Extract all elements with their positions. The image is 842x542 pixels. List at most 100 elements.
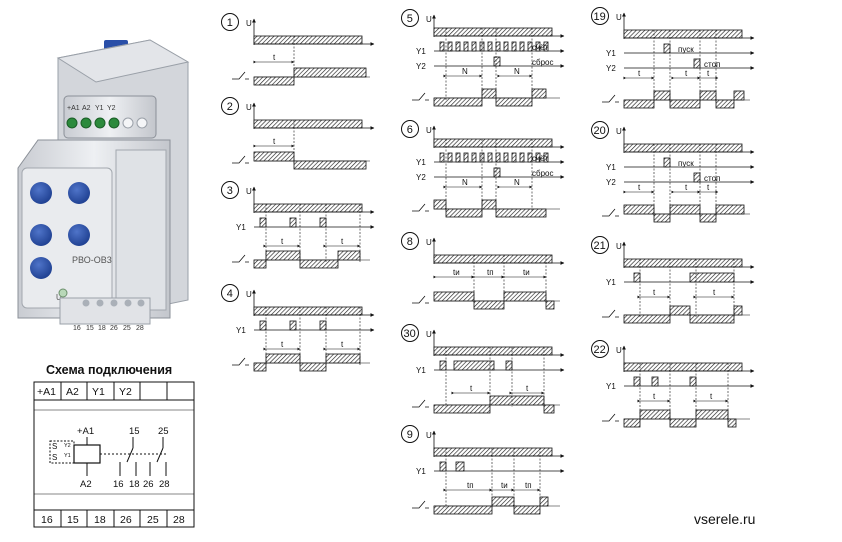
diagram-number-badge xyxy=(401,9,419,27)
hatched-bar xyxy=(433,447,553,457)
diagram-number-badge xyxy=(221,13,239,31)
dimension-label: tи xyxy=(501,481,508,490)
terminal-label: A2 xyxy=(82,105,91,112)
hatched-bar xyxy=(639,409,671,420)
input-s1: S xyxy=(52,442,57,451)
input-label: Y1 xyxy=(236,326,246,335)
contact-symbol xyxy=(602,309,619,318)
timing-diagram-1: 1 Ut xyxy=(221,13,375,86)
dimension-label: t xyxy=(470,384,473,393)
dimension-label: t xyxy=(341,340,344,349)
input-label: Y1 xyxy=(606,49,616,58)
input-label: Y1 xyxy=(606,278,616,287)
terminal-label: 28 xyxy=(136,325,144,332)
diagram-number: 1 xyxy=(227,17,233,29)
scheme-cell: +A1 xyxy=(37,386,56,398)
input-tail-label: сброс xyxy=(532,58,553,67)
hatched-bar xyxy=(535,152,541,163)
hatched-bar xyxy=(455,41,461,52)
diagram-number-badge xyxy=(591,7,609,25)
hatched-bar xyxy=(471,41,477,52)
scheme-cell: A2 xyxy=(66,386,79,398)
scheme-cell: 25 xyxy=(147,514,159,526)
hatched-bar xyxy=(481,199,497,210)
dimension-label: t xyxy=(273,137,276,146)
scheme-top-cells: +A1 A2 Y1 Y2 xyxy=(34,382,194,401)
hatched-bar xyxy=(511,41,517,52)
diagram-number: 6 xyxy=(407,124,413,136)
hatched-bar xyxy=(319,320,327,331)
scheme-cell: 28 xyxy=(173,514,185,526)
hatched-bar xyxy=(519,152,525,163)
dimension-label: N xyxy=(514,178,520,187)
hatched-bar xyxy=(253,306,363,316)
hatched-bar xyxy=(545,300,555,310)
hatched-bar xyxy=(265,353,301,364)
hatched-bar xyxy=(433,138,553,148)
u-label: U xyxy=(426,238,432,247)
diagram-number-badge xyxy=(401,232,419,250)
scheme-cell: Y1 xyxy=(92,386,105,398)
hatched-bar xyxy=(319,217,327,228)
coil-label-a1: +A1 xyxy=(77,426,94,437)
hatched-bar xyxy=(623,418,641,428)
diagram-number: 5 xyxy=(407,13,413,25)
dimension-label: tп xyxy=(487,268,494,277)
contact-label-18: 18 xyxy=(129,479,140,490)
input-label: Y1 xyxy=(416,467,426,476)
terminal-label: 15 xyxy=(86,325,94,332)
hatched-bar xyxy=(433,254,553,264)
terminal-label: 16 xyxy=(73,325,81,332)
relay-coil: +A1 A2 S S Y2 Y1 xyxy=(49,426,166,490)
hatched-bar xyxy=(489,395,545,406)
wiring-scheme: Схема подключения +A1 A2 Y1 Y2 16 15 18 xyxy=(33,363,195,528)
dimension-label: t xyxy=(638,69,641,78)
input-tail-label: стоп xyxy=(704,60,720,69)
hatched-bar xyxy=(653,90,671,101)
input-tail-label: счёт xyxy=(532,43,549,52)
hatched-bar xyxy=(623,29,743,39)
diagram-number: 9 xyxy=(407,429,413,441)
hatched-bar xyxy=(519,41,525,52)
dimension-label: t xyxy=(273,53,276,62)
hatched-bar xyxy=(455,152,461,163)
hatched-bar xyxy=(653,213,671,223)
dimension-label: t xyxy=(638,183,641,192)
hatched-bar xyxy=(543,404,555,414)
hatched-bar xyxy=(491,496,515,507)
diagram-number-badge xyxy=(401,120,419,138)
hatched-bar xyxy=(623,204,655,215)
diagram-number: 8 xyxy=(407,236,413,248)
hatched-bar xyxy=(669,204,701,215)
scheme-cell: Y2 xyxy=(119,386,132,398)
diagram-number: 4 xyxy=(227,288,233,300)
hatched-bar xyxy=(535,41,541,52)
dimension-label: N xyxy=(462,178,468,187)
contact-symbol xyxy=(232,254,249,263)
contact-symbol xyxy=(412,399,429,408)
hatched-bar xyxy=(259,217,267,228)
u-label: U xyxy=(246,19,252,28)
diagram-number-badge xyxy=(221,181,239,199)
contact-symbol xyxy=(412,500,429,509)
contact-symbol xyxy=(232,155,249,164)
diagram-number-badge xyxy=(591,121,609,139)
hatched-bar xyxy=(455,461,465,472)
dimension-label: t xyxy=(341,237,344,246)
scheme-cell: 16 xyxy=(41,514,53,526)
input-label: Y1 xyxy=(416,366,426,375)
hatched-bar xyxy=(289,217,297,228)
hatched-bar xyxy=(495,97,533,107)
hatched-bar xyxy=(669,305,691,316)
terminal-label: 26 xyxy=(110,325,118,332)
diagram-number-badge xyxy=(591,236,609,254)
input-label: Y1 xyxy=(416,158,426,167)
diagram-number: 21 xyxy=(594,240,606,252)
hatched-bar xyxy=(503,41,509,52)
